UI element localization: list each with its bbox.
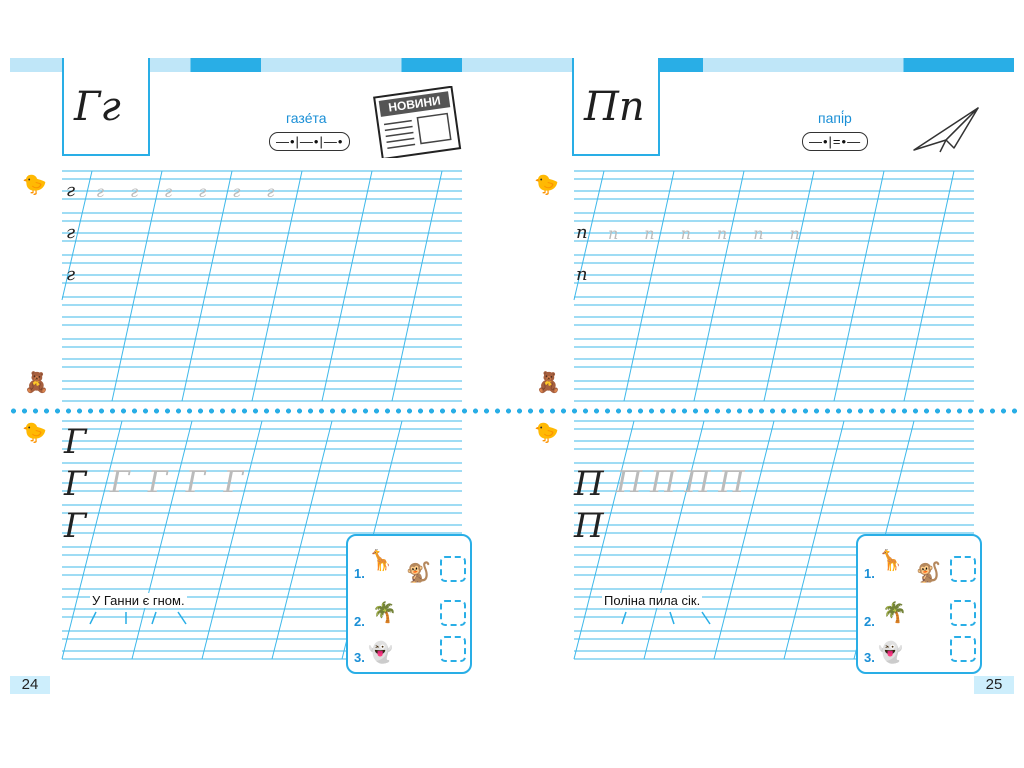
tree-icon: 🌴 xyxy=(372,602,397,624)
practice-letter-upper: Г xyxy=(64,506,87,546)
word-scheme: —•|=•— xyxy=(802,132,869,151)
quiz-box: 1. 2. 3. 🦒 🐒 🌴 👻 xyxy=(346,534,472,674)
practice-letter-lower: п xyxy=(576,264,588,285)
sample-word: папі́р xyxy=(818,110,852,126)
quiz-box: 1. 2. 3. 🦒 🐒 🌴 👻 xyxy=(856,534,982,674)
practice-letter-upper: Г xyxy=(64,422,87,462)
giraffe-icon: 🦒 xyxy=(878,550,903,572)
practice-letter-lower: г xyxy=(66,264,76,285)
practice-letter-upper: Г xyxy=(64,464,87,504)
mascot-bird-icon: 🐤 xyxy=(534,174,559,196)
trace-letters-row: ГГГГ xyxy=(110,465,262,500)
sample-word: газе́та xyxy=(286,110,327,126)
ruled-lines-left xyxy=(61,170,462,660)
quiz-number: 1. xyxy=(354,566,365,581)
paper-plane-icon xyxy=(913,107,979,153)
giraffe-icon: 🦒 xyxy=(368,550,393,572)
quiz-number: 2. xyxy=(354,614,365,629)
monkey-icon: 🐒 xyxy=(406,562,431,584)
reading-arrows xyxy=(89,611,187,625)
practice-sentence: Поліна пила сік. xyxy=(602,593,703,608)
left-page: Гг газе́та —•|—•|—• НОВИНИ 🐤 🧸 🐤 г г г г… xyxy=(10,58,472,694)
newspaper-icon: НОВИНИ xyxy=(373,86,462,158)
practice-letter-lower: г xyxy=(66,180,76,201)
mascot-bird-icon: 🐤 xyxy=(22,174,47,196)
answer-box[interactable] xyxy=(440,636,466,662)
practice-letter-upper: П xyxy=(574,506,604,546)
mascot-bird-icon: 🐤 xyxy=(534,422,559,444)
letter-tab: Пп xyxy=(572,58,660,156)
ghost-icon: 👻 xyxy=(368,642,393,664)
quiz-number: 2. xyxy=(864,614,875,629)
trace-letters-row: гггггг xyxy=(96,182,301,201)
quiz-number: 1. xyxy=(864,566,875,581)
answer-box[interactable] xyxy=(950,556,976,582)
page-number: 24 xyxy=(10,676,50,694)
reading-arrows xyxy=(621,611,711,625)
trace-letters-row: пппппп xyxy=(608,224,826,243)
quiz-number: 3. xyxy=(864,650,875,665)
answer-box[interactable] xyxy=(950,636,976,662)
page-number: 25 xyxy=(974,676,1014,694)
letter-sample: Гг xyxy=(74,84,121,130)
tree-icon: 🌴 xyxy=(882,602,907,624)
answer-box[interactable] xyxy=(950,600,976,626)
quiz-number: 3. xyxy=(354,650,365,665)
practice-sentence: У Ганни є гном. xyxy=(90,593,187,608)
word-scheme: —•|—•|—• xyxy=(269,132,351,151)
mascot-bear-icon: 🧸 xyxy=(24,372,49,394)
practice-letter-lower: г xyxy=(66,222,76,243)
ghost-icon: 👻 xyxy=(878,642,903,664)
mascot-bird-icon: 🐤 xyxy=(22,422,47,444)
top-strip xyxy=(10,58,1014,72)
practice-letter-upper: П xyxy=(574,464,604,504)
letter-sample: Пп xyxy=(584,84,645,130)
trace-letters-row: ПППП xyxy=(616,465,753,500)
answer-box[interactable] xyxy=(440,600,466,626)
dotted-separator xyxy=(8,408,1018,414)
mascot-bear-icon: 🧸 xyxy=(536,372,561,394)
monkey-icon: 🐒 xyxy=(916,562,941,584)
right-page: Пп папі́р —•|=•— 🐤 🧸 🐤 п п пппппп П П ПП… xyxy=(512,0,1024,768)
letter-tab: Гг xyxy=(62,58,150,156)
practice-letter-lower: п xyxy=(576,222,588,243)
answer-box[interactable] xyxy=(440,556,466,582)
